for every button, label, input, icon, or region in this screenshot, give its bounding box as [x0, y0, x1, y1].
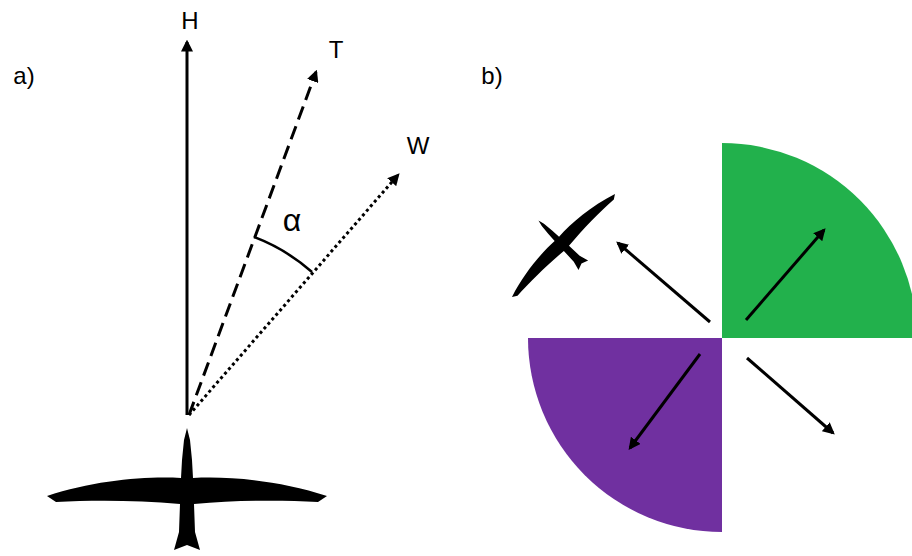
bird-silhouette [47, 428, 327, 550]
angle-label: α [283, 204, 302, 236]
panel-label: a) [13, 64, 34, 88]
track-arrow [189, 72, 316, 415]
panel-label: b) [481, 64, 502, 88]
direction-arrow [618, 243, 710, 322]
headwind-sector [528, 338, 722, 532]
direction-arrow [746, 230, 824, 320]
angle-arc [254, 237, 312, 272]
vector-label: H [181, 9, 198, 33]
direction-arrow [747, 358, 833, 433]
bird-silhouette [487, 169, 635, 317]
vector-label: T [329, 38, 344, 62]
vector-label: W [407, 134, 430, 158]
heading-arrow [186, 42, 189, 415]
direction-arrow [630, 354, 700, 448]
wind-arrow [189, 175, 398, 415]
tailwind-sector [722, 143, 912, 338]
